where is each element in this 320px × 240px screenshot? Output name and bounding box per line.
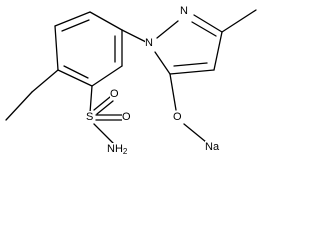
structure-canvas: N N O O S O NH2 Na (5, 5, 257, 158)
s-n-bond (93, 123, 114, 144)
atom-label-oxygen-top: O (110, 88, 119, 100)
atom-label-oxygen-right: O (122, 111, 131, 123)
s-o-top-double-bond-a (93, 96, 111, 111)
o-na-bond (183, 123, 207, 143)
pyrazole-n2-c3-double-bond-a (193, 14, 223, 33)
amine-h-count: 2 (122, 147, 128, 156)
atom-label-oxygen-ether: O (173, 111, 182, 123)
pyrazole-c4-c5-double-bond-b (173, 62, 208, 67)
ring-s-bond (89, 85, 93, 114)
benzene-inner-bond-1 (61, 19, 90, 32)
ring-n-bond (121, 29, 147, 43)
benzene-inner-bond-3 (63, 65, 89, 79)
bond-drawing (5, 9, 257, 144)
pyrazole-n1-n2-bond (156, 20, 179, 39)
ethyl-bond-1 (31, 69, 59, 93)
benzene-bond-5 (57, 69, 93, 87)
c-o-bond (169, 73, 177, 111)
pyrazole-c5-n1-bond (154, 51, 171, 75)
benzene-bond-1 (54, 11, 91, 27)
methyl-bond (221, 9, 257, 33)
atom-label-n-pyrazole-1: N (145, 37, 153, 49)
ethyl-bond-2 (5, 91, 33, 121)
s-o-top-double-bond-b (96, 100, 114, 115)
pyrazole-n2-c3-double-bond-b (191, 21, 217, 37)
pyrazole-c4-c5-double-bond-a (169, 69, 215, 75)
benzene-bond-6 (54, 25, 59, 71)
benzene-bond-2 (89, 11, 123, 31)
atom-label-n-pyrazole-2: N (180, 5, 188, 17)
benzene-bond-4 (91, 65, 123, 87)
amine-nh-text: NH (107, 143, 123, 155)
atom-label-sodium: Na (205, 141, 220, 153)
atom-label-sulfur: S (86, 111, 94, 123)
atom-label-amine: NH2 (107, 143, 128, 158)
pyrazole-c3-c4-bond (213, 31, 223, 71)
